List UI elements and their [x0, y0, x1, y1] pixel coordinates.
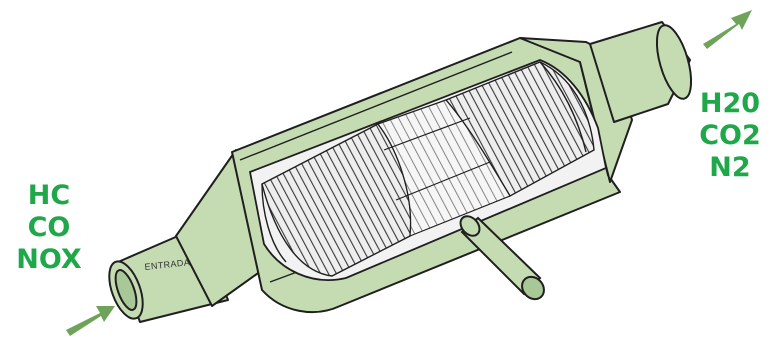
inlet-gas-hc: HC: [8, 180, 90, 212]
inlet-gas-co: CO: [8, 212, 90, 244]
outlet-gases: H20 CO2 N2: [692, 88, 768, 184]
outlet-arrow-icon: [703, 10, 752, 49]
outlet-gas-h2o: H20: [692, 88, 768, 120]
outlet-gas-n2: N2: [692, 152, 768, 184]
inlet-arrow-icon: [66, 306, 115, 336]
inlet-gas-nox: NOX: [8, 244, 90, 276]
inlet-gases: HC CO NOX: [8, 180, 90, 276]
outlet-gas-co2: CO2: [692, 120, 768, 152]
